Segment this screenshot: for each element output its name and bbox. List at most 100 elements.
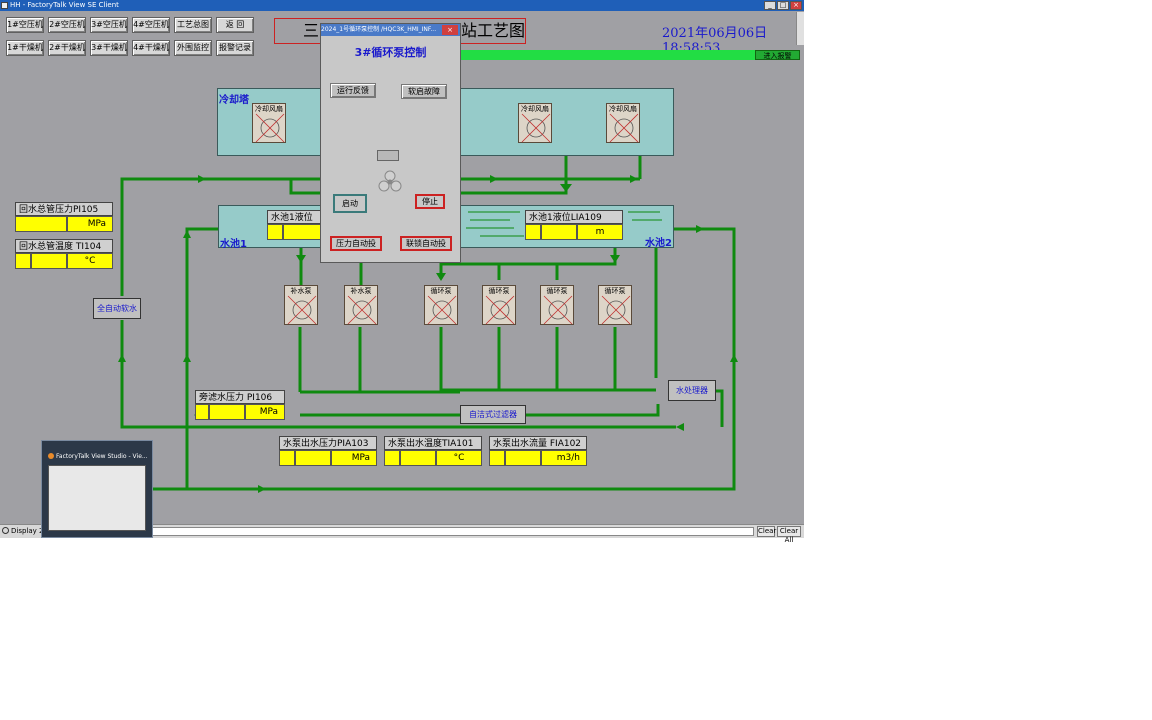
softener-button[interactable]: 全自动软水 [93,298,141,319]
minimize-icon[interactable]: _ [764,1,776,10]
header-scrollbar[interactable] [796,12,804,45]
start-button[interactable]: 启动 [333,194,367,213]
bypass-pressure-cell-a [195,404,209,420]
cooling-fan-label: 冷却风扇 [521,105,549,113]
water-treatment-button[interactable]: 水处理器 [668,380,716,401]
pool2-level-gauge: 水池1液位LIA109 m [525,210,623,240]
pool2-level-unit: m [577,224,623,240]
pump-control-popup: 2024_1号循环泵控制 /HQC3K_HMI_INF... × 3#循环泵控制… [320,23,461,263]
bypass-pressure-unit: MPa [245,404,285,420]
pool2-level-value [541,224,577,240]
return-pressure-label: 回水总管压力PI105 [15,202,113,216]
taskbar-thumbnail-preview[interactable]: FactoryTalk View Studio - Vie... [41,440,153,538]
nav-button-dryer-3[interactable]: 3#干燥机 [90,40,128,56]
soft-start-fault-indicator: 软启故障 [401,84,447,99]
return-temp-unit: °C [67,253,113,269]
nav-button-dryer-4[interactable]: 4#干燥机 [132,40,170,56]
return-temp-label: 回水总管温度 TI104 [15,239,113,253]
pump-temp-value [400,450,436,466]
window-controls: _ □ × [764,1,802,10]
return-pressure-gauge: 回水总管压力PI105 MPa [15,202,113,232]
popup-title: 3#循环泵控制 [354,46,427,59]
pump-pressure-unit: MPa [331,450,377,466]
page-title-right: 站工艺图 [461,21,526,40]
scada-client-window: HH - FactoryTalk View SE Client _ □ × 1#… [0,0,804,544]
thumbnail-title: FactoryTalk View Studio - Vie... [56,453,148,460]
return-temp-cell-a [15,253,31,269]
run-feedback-indicator: 运行反馈 [330,83,376,98]
nav-button-compressor-1[interactable]: 1#空压机 [6,17,44,33]
window-titlebar: HH - FactoryTalk View SE Client _ □ × [0,0,804,11]
bypass-pressure-label: 旁滤水压力 PI106 [195,390,285,404]
self-clean-filter-button[interactable]: 自洁式过滤器 [460,405,526,424]
pump-flow-unit: m3/h [541,450,587,466]
close-icon[interactable]: × [442,25,458,35]
pressure-auto-button[interactable]: 压力自动投 [330,236,382,251]
fan-icon [378,170,402,192]
circulation-pump-2[interactable]: 循环泵 [482,285,516,325]
cooling-fan-1[interactable]: 冷却风扇 [252,103,286,143]
nav-button-compressor-3[interactable]: 3#空压机 [90,17,128,33]
pump-flow-gauge: 水泵出水流量 FIA102 m3/h [489,436,587,466]
pool2-level-label: 水池1液位LIA109 [525,210,623,224]
pool-water-lines [466,211,662,237]
status-input[interactable] [152,527,754,536]
display-icon [2,527,9,534]
bypass-pressure-value [209,404,245,420]
pool1-level-gauge: 水池1液位 [267,210,327,240]
cooling-fan-label: 冷却风扇 [609,105,637,113]
popup-window-title: 2024_1号循环泵控制 /HQC3K_HMI_INF... [321,24,460,36]
pump-temp-unit: °C [436,450,482,466]
pump-pressure-cell-a [279,450,295,466]
maximize-icon[interactable]: □ [777,1,789,10]
pump-flow-label: 水泵出水流量 FIA102 [489,436,587,450]
pump-pressure-value [295,450,331,466]
nav-button-dryer-1[interactable]: 1#干燥机 [6,40,44,56]
clear-button[interactable]: Clear [757,526,777,537]
nav-button-dryer-2[interactable]: 2#干燥机 [48,40,86,56]
app-icon [1,2,8,9]
supply-pump-label: 补水泵 [290,287,312,295]
pump-temp-label: 水泵出水温度TIA101 [384,436,482,450]
clear-all-button[interactable]: Clear All [777,526,801,544]
pool1-label: 水池1 [220,239,247,250]
supply-pump-label: 补水泵 [350,287,372,295]
interlock-auto-button[interactable]: 联锁自动投 [400,236,452,251]
studio-app-icon [48,453,54,459]
return-pressure-value [15,216,67,232]
window-title: HH - FactoryTalk View SE Client [10,1,119,9]
return-pressure-unit: MPa [67,216,113,232]
supply-pump-2[interactable]: 补水泵 [344,285,378,325]
pool1-level-cell-a [267,224,283,240]
thumbnail-screen [48,465,146,531]
stop-button[interactable]: 停止 [415,194,445,209]
circulation-pump-3[interactable]: 循环泵 [540,285,574,325]
nav-button-compressor-2[interactable]: 2#空压机 [48,17,86,33]
pool1-level-label: 水池1液位 [267,210,327,224]
cooling-fan-2[interactable]: 冷却风扇 [518,103,552,143]
return-temp-gauge: 回水总管温度 TI104 °C [15,239,113,269]
pool2-level-cell-a [525,224,541,240]
return-temp-value [31,253,67,269]
close-icon[interactable]: × [790,1,802,10]
nav-button-peripheral-monitor[interactable]: 外围监控 [174,40,212,56]
pump-flow-value [505,450,541,466]
pump-flow-cell-a [489,450,505,466]
circulation-pump-1[interactable]: 循环泵 [424,285,458,325]
pump-temp-gauge: 水泵出水温度TIA101 °C [384,436,482,466]
cooling-tower-label: 冷却塔 [219,95,249,106]
circulation-pump-label: 循环泵 [488,287,510,295]
nav-button-process-overview[interactable]: 工艺总图 [174,17,212,33]
nav-button-back[interactable]: 返 回 [216,17,254,33]
nav-button-compressor-4[interactable]: 4#空压机 [132,17,170,33]
pump-pressure-gauge: 水泵出水压力PIA103 MPa [279,436,377,466]
nav-button-alarm-log[interactable]: 报警记录 [216,40,254,56]
bypass-pressure-gauge: 旁滤水压力 PI106 MPa [195,390,285,420]
cooling-fan-3[interactable]: 冷却风扇 [606,103,640,143]
circulation-pump-label: 循环泵 [430,287,452,295]
display-label: Display 203 [11,527,53,535]
enter-alarm-button[interactable]: 进入报警 [755,50,800,60]
circulation-pump-4[interactable]: 循环泵 [598,285,632,325]
supply-pump-1[interactable]: 补水泵 [284,285,318,325]
alarm-status-bar [444,50,800,60]
